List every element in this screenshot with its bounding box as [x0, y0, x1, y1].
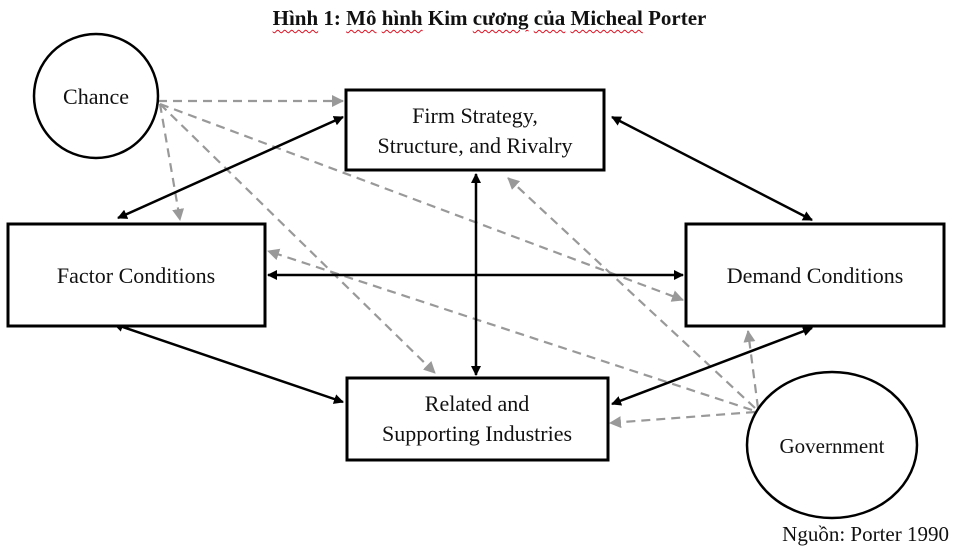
- edge-government-firm: [507, 177, 756, 409]
- edge-chance-factor: [158, 103, 185, 221]
- node-firm-label-line2: Structure, and Rivalry: [378, 133, 573, 158]
- node-government: Government: [745, 370, 919, 520]
- node-demand: Demand Conditions: [684, 222, 946, 328]
- node-firm-label-line1: Firm Strategy,: [412, 103, 538, 128]
- title-word: của: [533, 6, 566, 30]
- edge-government-related: [609, 410, 756, 429]
- solid-edges: [113, 115, 813, 406]
- figure-title: Hình 1: Mô hình Kim cương của Micheal Po…: [0, 6, 979, 31]
- title-word: Porter: [648, 6, 707, 30]
- node-related: Related and Supporting Industries: [345, 376, 610, 462]
- node-factor: Factor Conditions: [6, 222, 267, 328]
- title-word: 1:: [323, 6, 341, 30]
- edge-factor-firm: [117, 115, 344, 220]
- node-firm: Firm Strategy, Structure, and Rivalry: [344, 88, 606, 172]
- title-word: Mô: [346, 6, 377, 30]
- title-word: Hình: [272, 6, 319, 30]
- edge-factor-related: [113, 322, 344, 404]
- node-chance: Chance: [32, 32, 160, 160]
- edge-demand-related: [611, 326, 813, 406]
- title-word: hình: [381, 6, 423, 30]
- node-demand-label: Demand Conditions: [727, 263, 904, 288]
- title-word: Micheal: [570, 6, 643, 30]
- source-caption: Nguồn: Porter 1990: [782, 522, 949, 546]
- node-related-label-line1: Related and: [425, 391, 529, 416]
- node-government-label: Government: [780, 434, 885, 458]
- node-related-label-line2: Supporting Industries: [382, 421, 572, 446]
- node-factor-label: Factor Conditions: [57, 263, 215, 288]
- node-chance-label: Chance: [63, 84, 129, 109]
- edge-government-demand: [743, 330, 760, 409]
- title-word: cương: [472, 6, 529, 30]
- title-word: Kim: [427, 6, 468, 30]
- edge-firm-demand: [611, 115, 813, 222]
